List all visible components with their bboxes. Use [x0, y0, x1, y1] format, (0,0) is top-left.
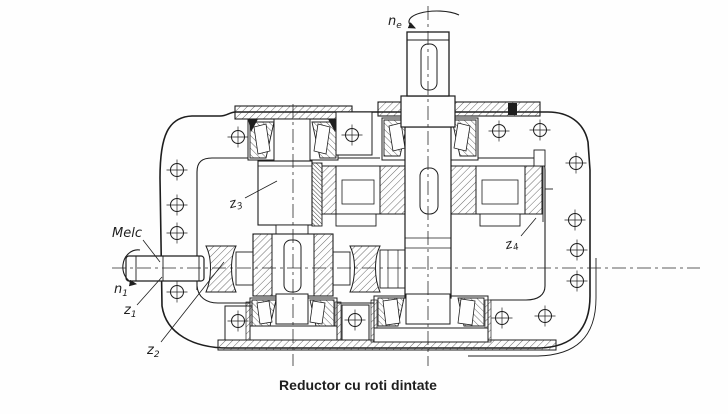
label-z4: z4	[503, 236, 521, 256]
bearing-roller	[453, 122, 471, 152]
keyway-slot	[283, 239, 302, 293]
gear-mesh-teeth	[311, 162, 323, 227]
bearing-roller	[313, 123, 331, 155]
gear-retainer	[479, 213, 521, 227]
shaft-collar	[235, 251, 254, 286]
leader-lines	[136, 180, 537, 343]
shaft-end	[275, 293, 309, 325]
centerlines	[112, 6, 700, 366]
bottom-bearing-output	[370, 295, 492, 343]
seal	[508, 103, 517, 115]
gear-z3	[257, 160, 323, 235]
label-z2: z2	[146, 343, 160, 360]
keyway-slot	[420, 43, 438, 91]
seal	[248, 119, 258, 132]
output-rotation-arrow	[407, 10, 460, 29]
bottom-bearing-intermediate	[245, 293, 342, 341]
bearing-roller	[457, 298, 476, 326]
bearing-roller	[382, 298, 401, 326]
label-input-speed: n1	[114, 282, 128, 299]
gear-retainer	[335, 213, 377, 227]
bearing-roller	[309, 300, 326, 325]
base-flange-line	[468, 258, 597, 357]
label-worm: Melc	[112, 226, 142, 241]
housing-boss	[335, 111, 373, 156]
figure-caption: Reductor cu roti dintate	[279, 377, 437, 393]
worm-shaft-bearing	[379, 249, 407, 289]
label-output-speed: ne	[388, 14, 402, 31]
wheel-rim-section	[349, 245, 381, 293]
shaft-collar	[332, 251, 351, 286]
bearing-roller	[256, 300, 273, 325]
label-z1: z1	[123, 303, 137, 320]
label-z3: z3	[227, 195, 245, 215]
gear-z4	[321, 149, 546, 227]
input-rotation-arrow	[122, 249, 141, 287]
intermediate-shaft-top	[273, 118, 311, 166]
keyway-slot	[419, 167, 439, 215]
bearing-roller	[253, 123, 271, 155]
wheel-rim-section	[205, 245, 237, 293]
top-bearing-cap-intermediate	[234, 105, 353, 166]
bearing-cover	[249, 325, 338, 341]
bearing-cover	[373, 327, 489, 343]
shaft-spacer	[275, 224, 309, 235]
worm-input-shaft	[125, 249, 407, 289]
